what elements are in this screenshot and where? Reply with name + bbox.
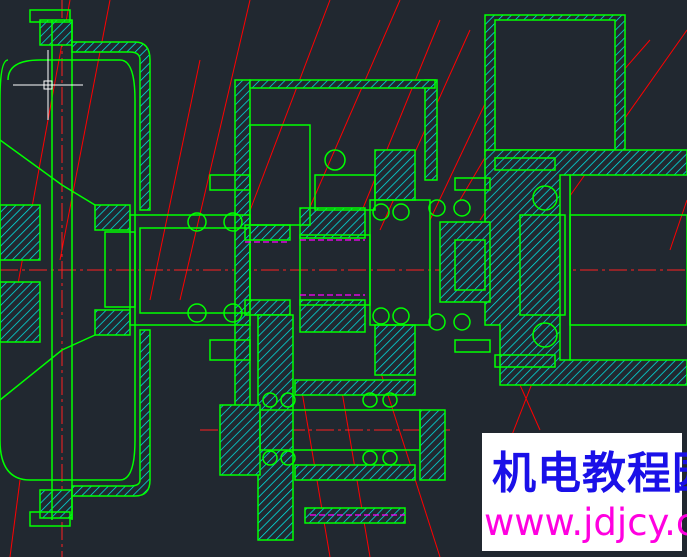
watermark: 机电教程园 www.jdjcy.com [482, 433, 687, 551]
watermark-brand: 机电教程园 [492, 448, 687, 499]
outlines [0, 9, 687, 527]
hidden-lines [245, 239, 405, 516]
hatched-sections [0, 14, 687, 541]
watermark-url: www.jdjcy.com [484, 501, 687, 544]
crosshair-cursor-icon [13, 50, 83, 120]
